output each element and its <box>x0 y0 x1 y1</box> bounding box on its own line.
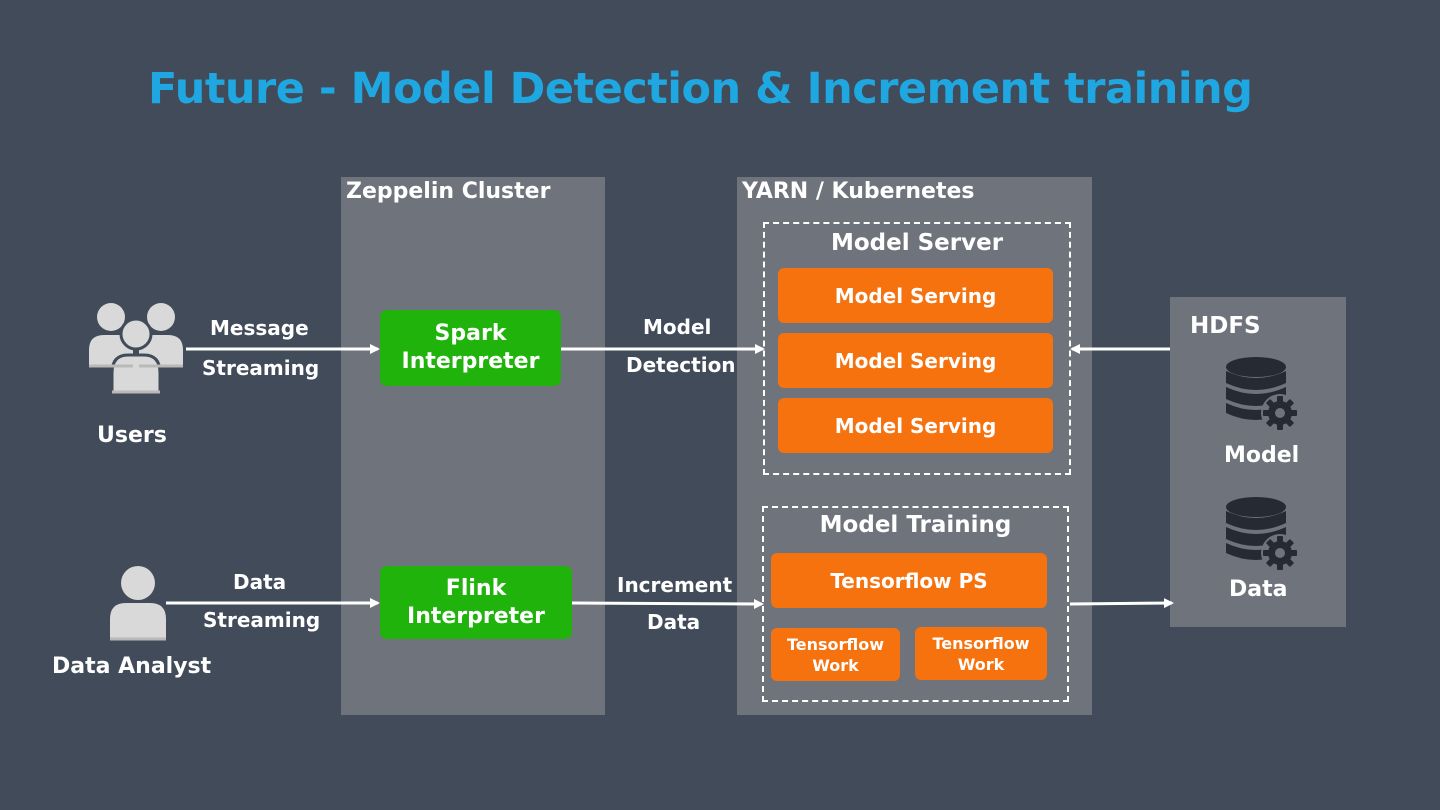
tensorflow-worker-1-line2: Work <box>812 655 859 675</box>
data-streaming-label-1: Data <box>233 570 287 594</box>
spark-interpreter-line2: Interpreter <box>401 349 540 374</box>
data-streaming-label-2: Streaming <box>203 608 321 632</box>
tensorflow-worker-1-line1: Tensorflow <box>786 634 885 654</box>
tensorflow-worker-1: Tensorflow Work <box>771 628 900 681</box>
hdfs-data-label: Data <box>1229 577 1288 602</box>
model-detection-label-2: Detection <box>626 353 736 377</box>
slide-title: Future - Model Detection & Increment tra… <box>148 64 1253 114</box>
increment-data-label-1: Increment <box>617 573 733 597</box>
model-server-box: Model Server <box>763 222 1071 475</box>
tensorflow-worker-2: Tensorflow Work <box>915 627 1047 680</box>
zeppelin-cluster-label: Zeppelin Cluster <box>346 179 551 204</box>
model-training-box: Model Training <box>762 506 1069 702</box>
database-gear-icon-model <box>1226 357 1299 432</box>
increment-data-label-2: Data <box>647 610 701 634</box>
yarn-kubernetes-label: YARN / Kubernetes <box>742 179 975 204</box>
spark-interpreter-line1: Spark <box>434 321 507 346</box>
users-group-icon <box>89 303 183 394</box>
hdfs-label: HDFS <box>1190 313 1261 339</box>
tensorflow-worker-2-line2: Work <box>957 654 1005 674</box>
model-server-title: Model Server <box>830 230 1004 256</box>
model-serving-2: Model Serving <box>778 333 1053 388</box>
hdfs-model-label: Model <box>1224 443 1300 468</box>
model-serving-1: Model Serving <box>778 268 1053 323</box>
data-analyst-label: Data Analyst <box>52 654 212 679</box>
hdfs-panel: HDFS <box>1170 297 1346 627</box>
spark-interpreter: Spark Interpreter <box>380 310 561 386</box>
model-serving-3: Model Serving <box>778 398 1053 453</box>
flink-interpreter-line1: Flink <box>445 575 507 601</box>
database-gear-icon-data <box>1226 497 1299 572</box>
tensorflow-ps: Tensorflow PS <box>771 553 1047 608</box>
flink-interpreter-line2: Interpreter <box>407 603 545 629</box>
user-icon <box>110 566 166 641</box>
message-streaming-label-1: Message <box>210 316 309 340</box>
users-label: Users <box>97 423 167 448</box>
model-training-title: Model Training <box>819 512 1012 538</box>
model-detection-label-1: Model <box>643 315 712 339</box>
flink-interpreter: Flink Interpreter <box>380 566 572 639</box>
tensorflow-worker-2-line1: Tensorflow <box>932 633 1030 653</box>
message-streaming-label-2: Streaming <box>202 356 320 380</box>
